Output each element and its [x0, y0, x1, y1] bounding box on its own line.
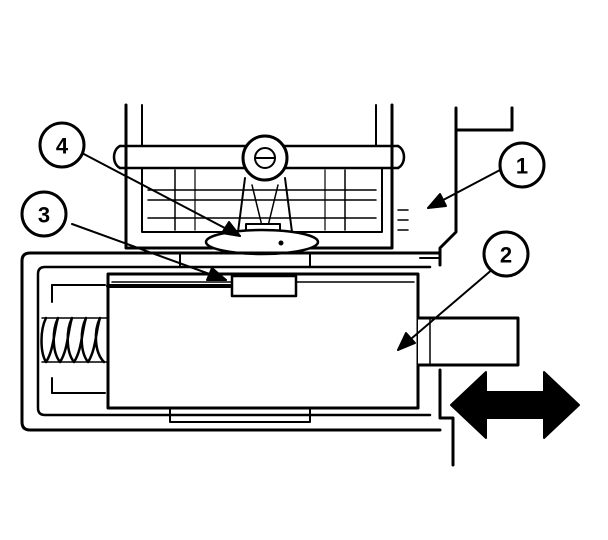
double-headed-arrow-icon — [450, 371, 580, 439]
coil-spring-icon — [40, 316, 109, 364]
leader-arrowhead-4 — [221, 221, 241, 237]
plunger — [106, 272, 520, 410]
callout-1-label: 1 — [516, 154, 528, 179]
latch-pin — [204, 223, 320, 256]
leader-arrowhead-1 — [427, 193, 447, 209]
callout-2: 2 — [482, 230, 530, 278]
outer-housing-wall — [419, 106, 514, 467]
callout-3: 3 — [20, 190, 68, 238]
leader-lines — [71, 151, 501, 351]
leader-line-4 — [79, 151, 241, 237]
callout-3-label: 3 — [38, 203, 50, 228]
leader-arrowhead-2 — [397, 332, 416, 351]
leader-line-2 — [397, 267, 495, 351]
callout-2-label: 2 — [500, 243, 512, 268]
leader-arrowhead-3 — [206, 267, 227, 281]
callout-1: 1 — [498, 141, 546, 189]
cylinder-housing — [20, 251, 442, 432]
callout-4: 4 — [38, 121, 86, 169]
detent-notch — [230, 274, 298, 298]
callout-4-label: 4 — [56, 134, 69, 159]
leader-line-3 — [71, 223, 227, 281]
